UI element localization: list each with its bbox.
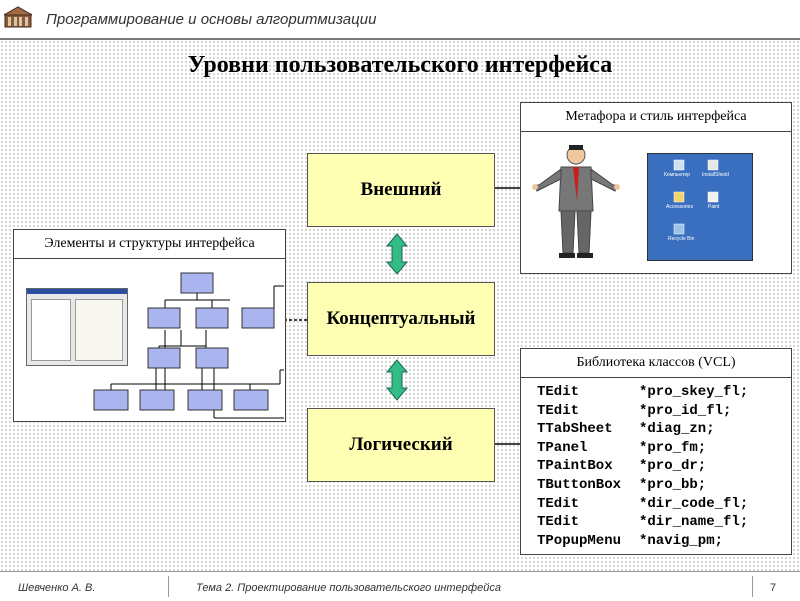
- level-conceptual: Концептуальный: [307, 282, 495, 356]
- elements-panel: Элементы и структуры интерфейса: [13, 229, 286, 422]
- computer-icon: [673, 159, 685, 171]
- desktop-icon-label: Компьютер: [664, 172, 690, 178]
- desktop-icon-label: Paint: [708, 204, 720, 210]
- vcl-var: *pro_fm;: [639, 439, 707, 456]
- window-screenshot-thumbnail: [26, 288, 128, 366]
- tree-node: [195, 307, 229, 329]
- tree-node: [147, 307, 181, 329]
- paint-icon: [707, 191, 719, 203]
- vcl-type: TEdit: [537, 384, 580, 400]
- tree-node: [139, 389, 175, 411]
- desktop-thumbnail: Компьютер InstallShield Accessories Pain…: [647, 153, 753, 261]
- structure-tree: [93, 272, 284, 419]
- level-logical: Логический: [307, 408, 495, 482]
- tree-node: [180, 272, 214, 294]
- vcl-row: TTabSheet *diag_zn;: [537, 420, 748, 439]
- vcl-row: TEdit *pro_id_fl;: [537, 402, 748, 421]
- vcl-var: *dir_name_fl;: [639, 514, 749, 531]
- vcl-row: TPaintBox *pro_dr;: [537, 457, 748, 476]
- folder-icon: [673, 191, 685, 203]
- tree-node: [187, 389, 223, 411]
- vcl-row: TPanel *pro_fm;: [537, 439, 748, 458]
- vcl-type: TPopupMenu: [537, 532, 622, 549]
- vcl-row: TEdit *dir_name_fl;: [537, 513, 748, 532]
- vcl-var: *navig_pm;: [639, 532, 724, 549]
- vcl-row: TEdit *pro_skey_fl;: [537, 383, 748, 402]
- page-number: 7: [770, 582, 777, 594]
- recycle-bin-icon: [673, 223, 685, 235]
- footer-bar: Шевченко А. В. Тема 2. Проектирование по…: [0, 571, 800, 601]
- desktop-icons: [673, 159, 719, 235]
- vcl-type: TTabSheet: [537, 421, 613, 438]
- vcl-row: TEdit *dir_code_fl;: [537, 495, 748, 514]
- footer-divider: [752, 576, 753, 597]
- vcl-var: *pro_bb;: [639, 476, 707, 493]
- vcl-var: *dir_code_fl;: [639, 495, 749, 512]
- vcl-row: TButtonBox *pro_bb;: [537, 476, 748, 495]
- tree-node: [241, 307, 275, 329]
- footer-author: Шевченко А. В.: [18, 582, 96, 594]
- tree-node: [147, 347, 181, 369]
- metaphor-panel: Метафора и стиль интерфейса Компьютер In…: [520, 102, 792, 274]
- vcl-var: *pro_id_fl;: [639, 402, 732, 419]
- header-bar: Программирование и основы алгоритмизации: [0, 0, 800, 40]
- vcl-var: *diag_zn;: [639, 421, 715, 438]
- vcl-type: TEdit: [537, 495, 580, 512]
- vcl-type: TButtonBox: [537, 476, 622, 493]
- vcl-type: TPanel: [537, 439, 588, 456]
- tree-node: [93, 389, 129, 411]
- vcl-var: *pro_skey_fl;: [639, 384, 749, 400]
- vcl-type: TEdit: [537, 514, 580, 531]
- double-arrow-icon: [385, 359, 409, 401]
- course-title: Программирование и основы алгоритмизации: [46, 11, 377, 28]
- double-arrow-icon: [385, 233, 409, 275]
- footer-topic: Тема 2. Проектирование пользовательского…: [196, 582, 501, 594]
- vcl-type: TPaintBox: [537, 458, 613, 475]
- desktop-icon-label: Accessories: [666, 204, 693, 210]
- desktop-icon-label: Recycle Bin: [668, 236, 695, 242]
- vcl-row: TPopupMenu *navig_pm;: [537, 532, 748, 551]
- building-logo-icon: [4, 6, 32, 28]
- desktop-icon-label: InstallShield: [702, 172, 729, 178]
- library-panel: Библиотека классов (VCL) TEdit *pro_skey_…: [520, 348, 792, 555]
- elements-panel-caption: Элементы и структуры интерфейса: [14, 230, 285, 259]
- footer-divider: [168, 576, 169, 597]
- vcl-class-list: TEdit *pro_skey_fl; TEdit *pro_id_fl; TTab…: [537, 383, 748, 550]
- tree-node: [195, 347, 229, 369]
- vcl-var: *pro_dr;: [639, 458, 707, 475]
- library-panel-caption: Библиотека классов (VCL): [521, 349, 791, 378]
- slide-title: Уровни пользовательского интерфейса: [187, 52, 613, 78]
- vcl-type: TEdit: [537, 402, 580, 419]
- tree-node: [233, 389, 269, 411]
- businessman-figure-icon: [532, 145, 620, 258]
- level-external: Внешний: [307, 153, 495, 227]
- installshield-icon: [707, 159, 719, 171]
- metaphor-panel-caption: Метафора и стиль интерфейса: [521, 103, 791, 132]
